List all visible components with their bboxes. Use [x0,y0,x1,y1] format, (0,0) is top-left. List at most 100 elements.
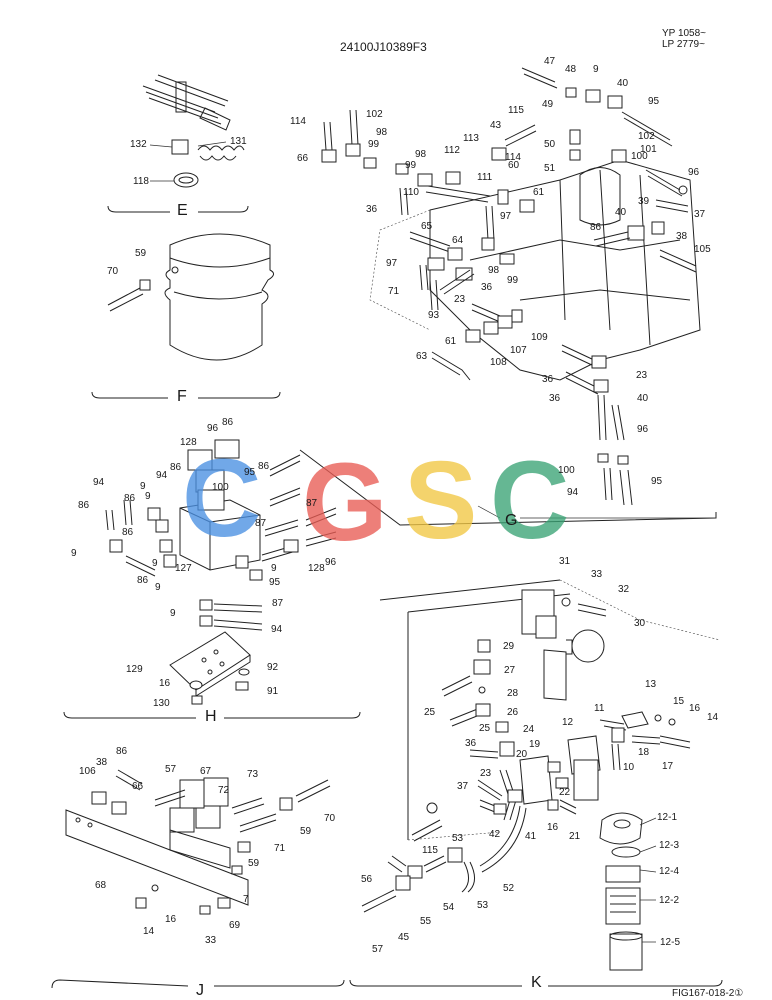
callout: 11 [594,703,605,714]
callout: 17 [662,761,674,772]
callout: 59 [248,858,260,869]
callout: 25 [479,723,491,734]
callout: 21 [569,831,581,842]
callout: 7 [243,894,249,905]
callout: 87 [272,598,284,609]
callout: 9 [155,582,161,593]
callout: 50 [544,139,556,150]
callout: 43 [490,120,502,131]
callout: 24 [523,724,535,735]
callout: 102 [638,131,655,142]
callout: 96 [207,423,219,434]
callout: 95 [648,96,660,107]
callout: 12-1 [657,812,678,823]
section-k-drawing [349,579,723,987]
callout: 9 [152,558,158,569]
callout: 70 [324,813,336,824]
callout: 23 [636,370,648,381]
callout: 114 [290,116,306,127]
callout: 15 [673,696,685,707]
callout: 14 [707,712,719,723]
callout: 9 [71,548,77,559]
callout: 64 [452,235,464,246]
callout: 41 [525,831,537,842]
callout: 57 [165,764,177,775]
callout: 86 [258,461,270,472]
callout: 66 [297,153,309,164]
callout: 38 [676,231,688,242]
callout: 98 [488,265,500,276]
callout: 106 [79,766,96,777]
callout: 86 [590,222,602,233]
callout: 47 [544,56,556,67]
callout: 9 [140,481,146,492]
callout: 105 [694,244,711,255]
callout: 92 [267,662,279,673]
callout: 95 [269,577,281,588]
callout: 22 [559,787,571,798]
callout: 12 [562,717,574,728]
callout: 39 [638,196,650,207]
callout: 132 [130,139,147,150]
callout: 93 [428,310,440,321]
callout: 102 [366,109,383,120]
section-f-drawing [91,233,281,399]
section-e-drawing [107,74,249,213]
callout: 60 [508,160,520,171]
callout: 127 [175,563,192,574]
section-h-drawing [63,439,361,719]
callout: 86 [116,746,128,757]
watermark-letter-2: G [302,441,388,564]
callout: 18 [638,747,650,758]
callout: 67 [200,766,212,777]
callout: 53 [477,900,489,911]
figure-code: FIG167-018-2① [672,988,744,999]
callout: 86 [78,500,90,511]
callout: 27 [504,665,516,676]
callout: 109 [531,332,548,343]
callout: 128 [308,563,325,574]
callout: 96 [688,167,700,178]
section-label-h: H [205,708,217,725]
callout: 95 [651,476,663,487]
callout: 70 [107,266,119,277]
callout: 37 [694,209,706,220]
callout: 100 [558,465,575,476]
callout: 12-5 [660,937,681,948]
callout: 16 [547,822,559,833]
callout: 69 [229,920,241,931]
callout: 42 [489,829,501,840]
callout: 13 [645,679,657,690]
callout: 97 [386,258,398,269]
callout: 130 [153,698,170,709]
callout: 68 [95,880,107,891]
callout: 9 [593,64,599,75]
callout: 57 [372,944,384,955]
callout: 48 [565,64,577,75]
callout: 71 [388,286,400,297]
callout: 98 [376,127,388,138]
callout: 118 [133,176,149,187]
callout: 20 [516,749,528,760]
callout: 94 [93,477,105,488]
callout: 54 [443,902,455,913]
callout: 87 [255,518,267,529]
callout: 23 [480,768,492,779]
callout: 114 [505,152,521,163]
callout: 87 [306,498,318,509]
callout: 72 [218,785,230,796]
callout: 86 [124,493,136,504]
callout: 128 [180,437,197,448]
callout: 110 [403,187,419,198]
callout: 25 [424,707,436,718]
callout: 32 [618,584,630,595]
callout: 40 [637,393,649,404]
callout: 37 [457,781,469,792]
serial-range-yp: YP 1058~ [662,28,707,39]
watermark-letter-3: S [404,439,478,562]
callout: 28 [507,688,519,699]
callout: 40 [615,207,627,218]
callout: 108 [490,357,507,368]
callout: 14 [143,926,155,937]
